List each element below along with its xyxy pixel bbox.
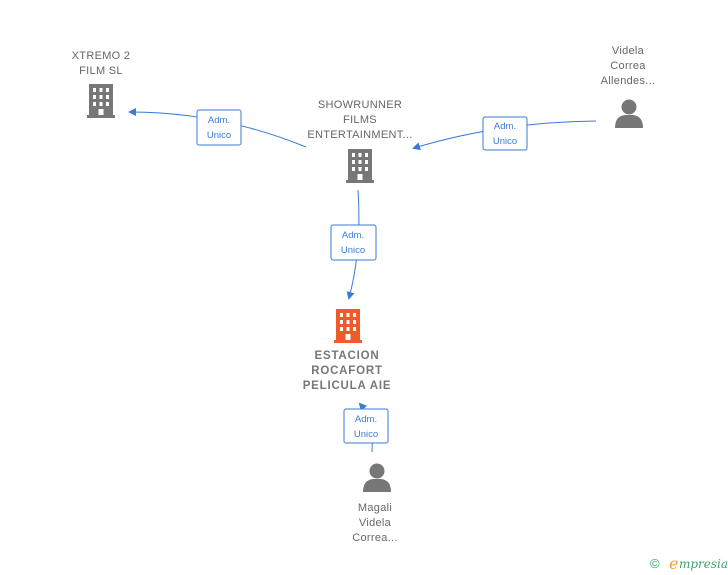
node-label-line-3: Correa... — [352, 532, 398, 544]
edge-label-box[interactable]: Adm. Unico — [343, 408, 389, 444]
edge-label-line-1: Adm. — [494, 121, 516, 132]
edge-label-line-2: Unico — [354, 429, 378, 440]
edge-label-line-1: Adm. — [342, 230, 364, 241]
node-showrunner[interactable]: SHOWRUNNER FILMS ENTERTAINMENT... — [307, 99, 412, 183]
edge-label-line-2: Unico — [493, 136, 517, 147]
node-label-line-3: ENTERTAINMENT... — [307, 129, 412, 141]
copyright-symbol: © — [650, 556, 660, 571]
node-label-line-3: PELICULA AIE — [303, 380, 392, 392]
node-label-line-2: FILM SL — [79, 65, 123, 77]
brand-name: mpresia — [679, 557, 728, 571]
edge-label-box[interactable]: Adm. Unico — [482, 116, 528, 151]
person-icon — [615, 99, 643, 128]
node-estacion[interactable]: ESTACION ROCAFORT PELICULA AIE — [303, 309, 392, 392]
edge-label-line-1: Adm. — [355, 414, 377, 425]
edge-label-line-2: Unico — [341, 245, 365, 256]
building-icon — [334, 309, 362, 343]
node-videla[interactable]: Videla Correa Allendes... — [601, 45, 656, 128]
person-icon — [363, 463, 391, 492]
node-magali[interactable]: Magali Videla Correa... — [352, 463, 398, 545]
node-label-line-1: ESTACION — [315, 350, 380, 362]
brand-logo: © e mpresia — [650, 554, 728, 573]
edge-magali-estacion: Adm. Unico — [343, 402, 389, 453]
edge-label-box[interactable]: Adm. Unico — [196, 109, 242, 146]
building-icon — [87, 84, 115, 118]
edge-videla-showrunner: Adm. Unico — [412, 116, 597, 151]
edge-label-box[interactable]: Adm. Unico — [330, 224, 377, 261]
node-label-line-2: ROCAFORT — [311, 365, 383, 377]
node-xtremo[interactable]: XTREMO 2 FILM SL — [72, 50, 131, 118]
edge-label-line-2: Unico — [207, 130, 231, 141]
building-icon — [346, 149, 374, 183]
edge-showrunner-xtremo: Adm. Unico — [128, 108, 307, 148]
node-label-line-1: SHOWRUNNER — [318, 99, 402, 111]
node-label-line-1: Videla — [612, 45, 645, 57]
node-label-line-2: FILMS — [343, 114, 377, 126]
node-label-line-2: Correa — [610, 60, 646, 72]
node-label-line-3: Allendes... — [601, 75, 656, 87]
node-label-line-1: Magali — [358, 502, 392, 514]
node-label-line-2: Videla — [359, 517, 392, 529]
edge-label-line-1: Adm. — [208, 115, 230, 126]
brand-initial: e — [669, 554, 678, 573]
edge-showrunner-estacion: Adm. Unico — [330, 189, 377, 300]
node-label-line-1: XTREMO 2 — [72, 50, 131, 62]
